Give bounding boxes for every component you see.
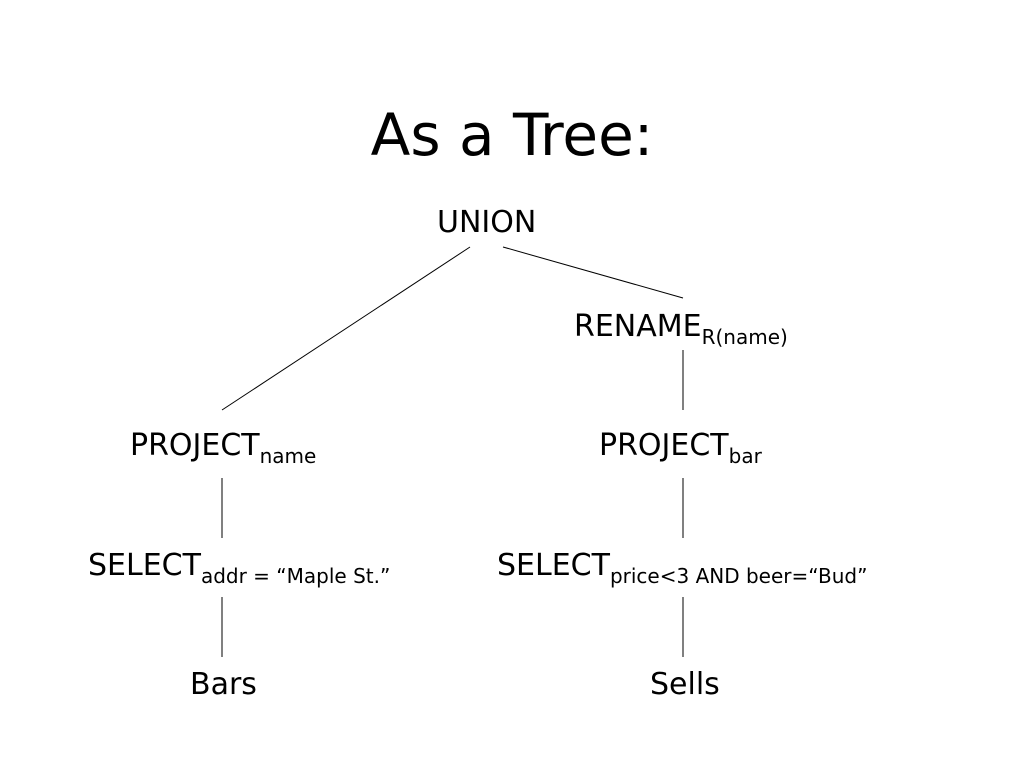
node-project-left: PROJECTname <box>130 426 316 468</box>
node-rename: RENAMER(name) <box>574 307 788 349</box>
node-select-right-subscript: price<3 AND beer=“Bud” <box>609 564 868 588</box>
node-bars: Bars <box>190 665 257 705</box>
node-select-left-subscript: addr = “Maple St.” <box>200 564 391 588</box>
node-bars-label: Bars <box>190 667 257 702</box>
node-sells-label: Sells <box>650 667 720 702</box>
node-project-right: PROJECTbar <box>599 426 762 468</box>
edge-union-rename <box>502 246 684 299</box>
slide-title: As a Tree: <box>370 101 654 169</box>
node-project-right-label: PROJECT <box>599 428 729 463</box>
edge-union-project-left <box>221 246 471 411</box>
node-project-right-subscript: bar <box>728 444 762 468</box>
node-select-right-label: SELECT <box>497 548 610 583</box>
node-union: UNION <box>437 203 536 243</box>
node-project-left-label: PROJECT <box>130 428 260 463</box>
node-sells: Sells <box>650 665 720 705</box>
node-select-left-label: SELECT <box>88 548 201 583</box>
node-union-label: UNION <box>437 205 537 240</box>
node-select-right: SELECTprice<3 AND beer=“Bud” <box>497 546 867 588</box>
node-rename-subscript: R(name) <box>701 325 788 349</box>
node-select-left: SELECTaddr = “Maple St.” <box>88 546 390 588</box>
node-project-left-subscript: name <box>259 444 317 468</box>
node-rename-label: RENAME <box>574 309 702 344</box>
